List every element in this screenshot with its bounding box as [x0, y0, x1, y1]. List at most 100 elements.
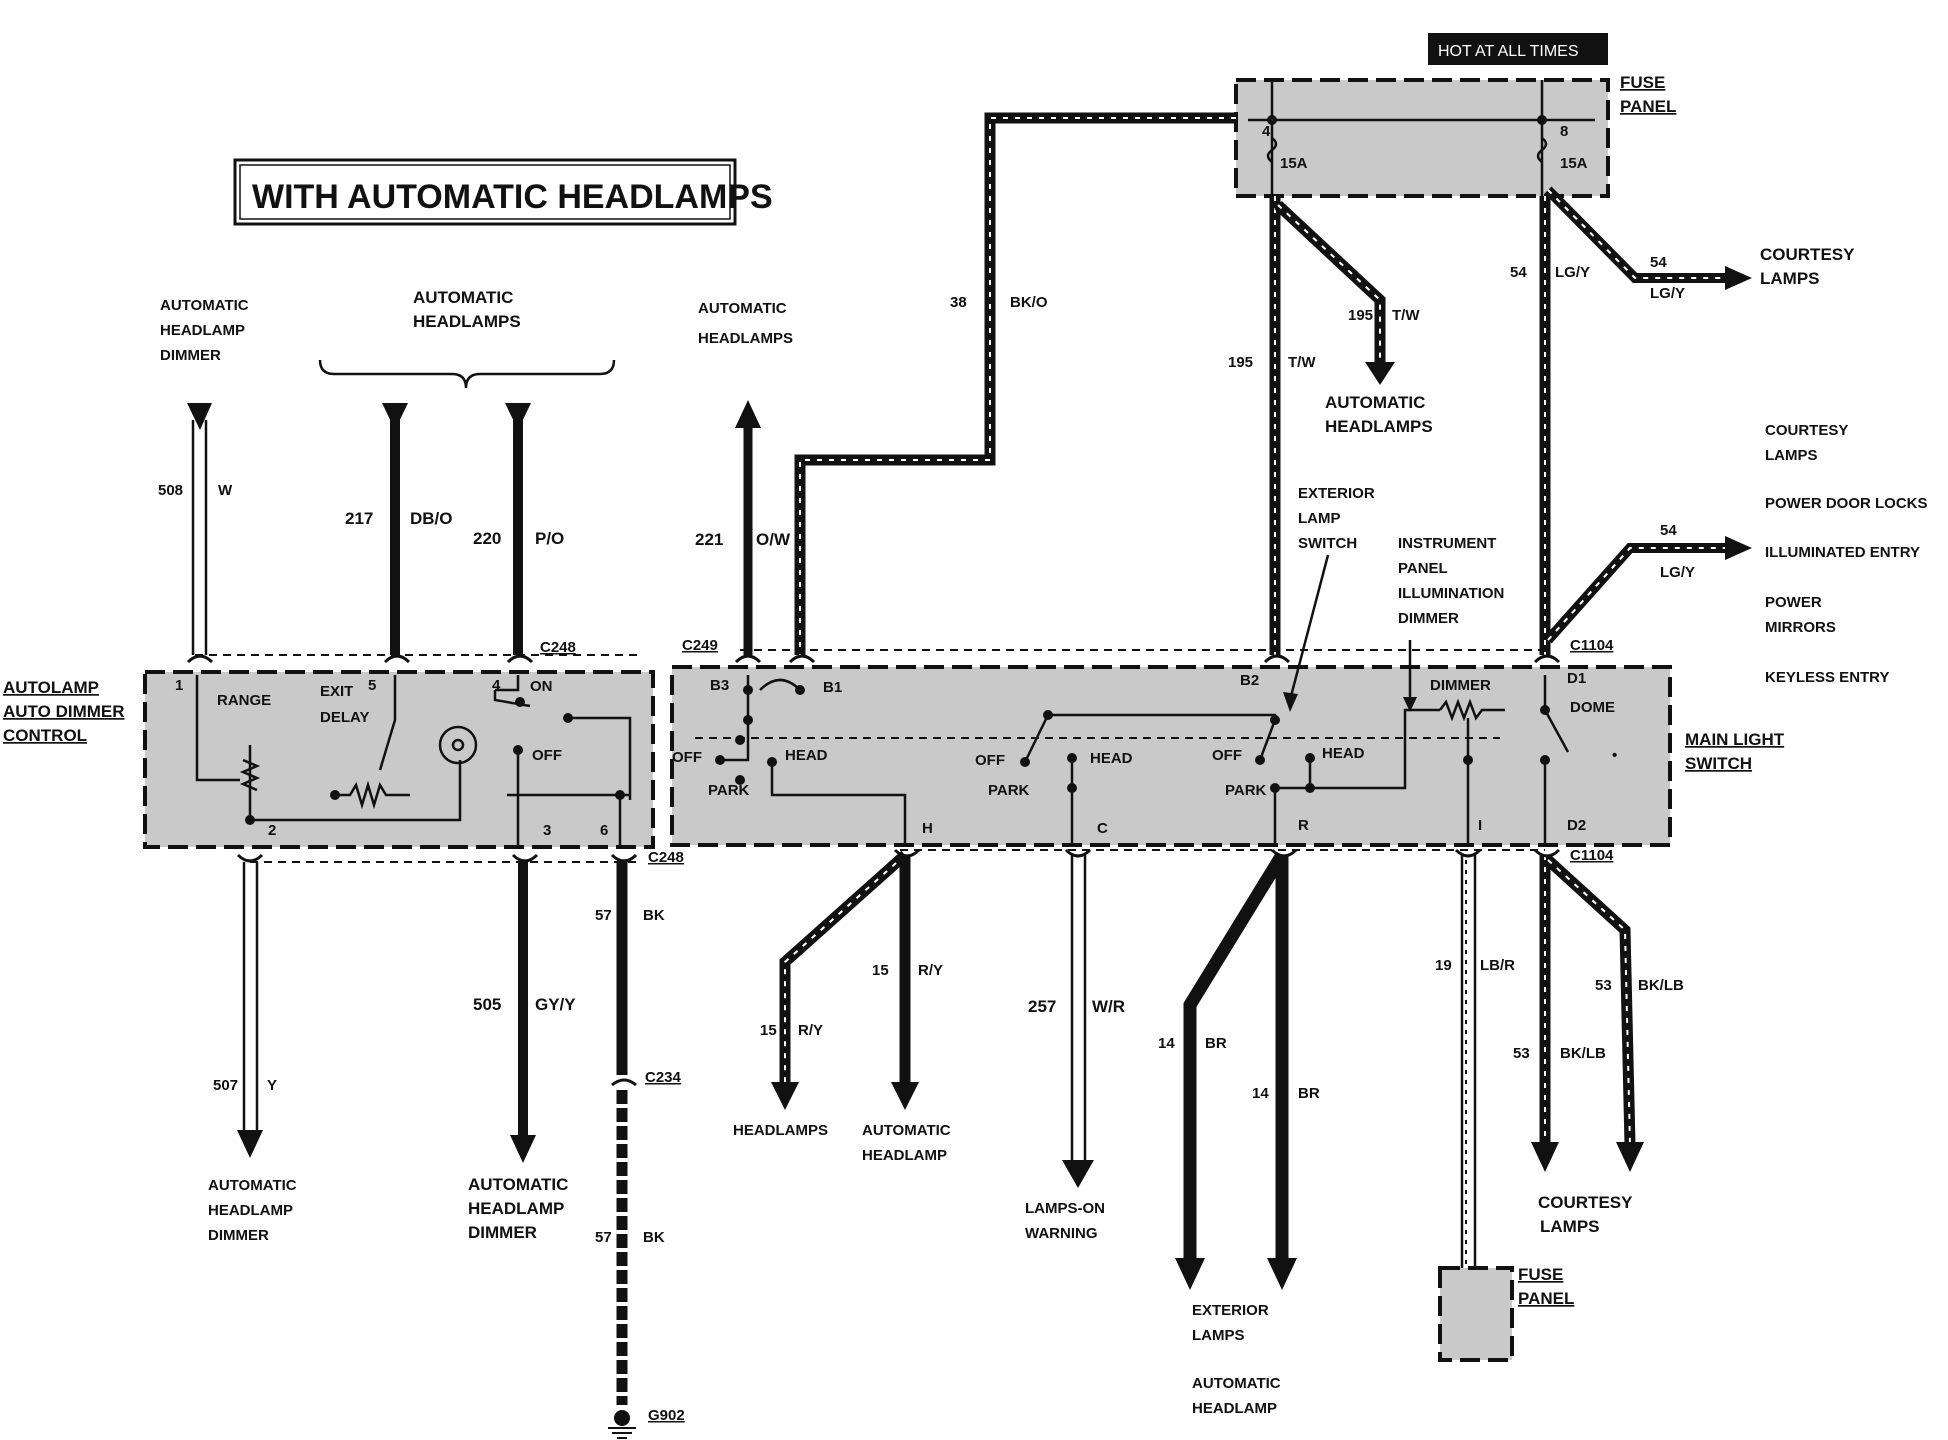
svg-text:15: 15	[872, 962, 889, 979]
svg-text:BK: BK	[643, 1229, 665, 1246]
svg-text:DIMMER: DIMMER	[468, 1223, 537, 1242]
svg-text:BK: BK	[643, 907, 665, 924]
svg-text:D2: D2	[1567, 817, 1586, 834]
fuse-panel-top	[1234, 78, 1610, 198]
svg-text:O/W: O/W	[756, 530, 791, 549]
svg-text:57: 57	[595, 907, 612, 924]
svg-text:DIMMER: DIMMER	[208, 1227, 269, 1244]
svg-text:257: 257	[1028, 997, 1056, 1016]
svg-text:POWER DOOR LOCKS: POWER DOOR LOCKS	[1765, 495, 1928, 512]
hot-badge	[1428, 33, 1608, 65]
fuse-panel-label-1: FUSE	[1620, 73, 1665, 92]
svg-text:BK/LB: BK/LB	[1560, 1045, 1606, 1062]
svg-text:C: C	[1097, 820, 1108, 837]
svg-text:HEADLAMPS: HEADLAMPS	[698, 330, 793, 347]
svg-text:MAIN LIGHT: MAIN LIGHT	[1685, 730, 1785, 749]
svg-text:LAMPS: LAMPS	[1540, 1217, 1600, 1236]
svg-text:B2: B2	[1240, 672, 1259, 689]
fuse-panel-label-2: PANEL	[1620, 97, 1676, 116]
svg-text:54: 54	[1650, 254, 1667, 271]
svg-text:HEADLAMP: HEADLAMP	[160, 322, 245, 339]
svg-text:EXIT: EXIT	[320, 683, 353, 700]
svg-text:LAMPS-ON: LAMPS-ON	[1025, 1200, 1105, 1217]
svg-text:14: 14	[1252, 1085, 1269, 1102]
svg-text:PARK: PARK	[708, 782, 750, 799]
svg-text:HEADLAMPS: HEADLAMPS	[413, 312, 521, 331]
svg-text:LG/Y: LG/Y	[1650, 285, 1685, 302]
svg-text:GY/Y: GY/Y	[535, 995, 576, 1014]
svg-text:LAMP: LAMP	[1298, 510, 1341, 527]
courtesy-list: COURTESY LAMPS POWER DOOR LOCKS ILLUMINA…	[1765, 422, 1928, 686]
svg-text:HEADLAMP: HEADLAMP	[1192, 1400, 1277, 1417]
svg-text:COURTESY: COURTESY	[1538, 1193, 1633, 1212]
svg-text:P/O: P/O	[535, 529, 564, 548]
svg-text:1: 1	[175, 677, 183, 694]
svg-text:D1: D1	[1567, 670, 1586, 687]
svg-text:HEADLAMPS: HEADLAMPS	[1325, 417, 1433, 436]
svg-text:COURTESY: COURTESY	[1760, 245, 1855, 264]
svg-text:508: 508	[158, 482, 183, 499]
fuse-4-rating: 15A	[1280, 155, 1308, 172]
svg-text:HEADLAMP: HEADLAMP	[862, 1147, 947, 1164]
svg-text:507: 507	[213, 1077, 238, 1094]
svg-text:ILLUMINATION: ILLUMINATION	[1398, 585, 1504, 602]
svg-text:220: 220	[473, 529, 501, 548]
svg-text:R/Y: R/Y	[798, 1022, 823, 1039]
svg-text:AUTOMATIC: AUTOMATIC	[1192, 1375, 1281, 1392]
svg-text:14: 14	[1158, 1035, 1175, 1052]
svg-text:LAMPS: LAMPS	[1192, 1327, 1245, 1344]
svg-text:LG/Y: LG/Y	[1555, 264, 1590, 281]
svg-text:R: R	[1298, 817, 1309, 834]
fuse-panel-bottom	[1438, 1266, 1514, 1362]
svg-text:W: W	[218, 482, 233, 499]
svg-text:LAMPS: LAMPS	[1760, 269, 1820, 288]
main-light-switch-box	[670, 665, 1672, 847]
svg-text:C1104: C1104	[1570, 637, 1614, 654]
svg-text:C248: C248	[540, 639, 576, 656]
svg-text:15: 15	[760, 1022, 777, 1039]
svg-text:OFF: OFF	[672, 749, 702, 766]
svg-text:FUSE: FUSE	[1518, 1265, 1563, 1284]
svg-text:ILLUMINATED ENTRY: ILLUMINATED ENTRY	[1765, 544, 1920, 561]
svg-text:6: 6	[600, 822, 608, 839]
svg-text:BK/O: BK/O	[1010, 294, 1048, 311]
svg-text:ON: ON	[530, 678, 553, 695]
svg-text:DELAY: DELAY	[320, 709, 369, 726]
svg-text:LG/Y: LG/Y	[1660, 564, 1695, 581]
svg-text:57: 57	[595, 1229, 612, 1246]
svg-text:HEADLAMPS: HEADLAMPS	[733, 1122, 828, 1139]
svg-text:2: 2	[268, 822, 276, 839]
svg-text:53: 53	[1513, 1045, 1530, 1062]
svg-text:HEAD: HEAD	[785, 747, 828, 764]
fuse-4-num: 4	[1262, 123, 1271, 140]
svg-text:COURTESY: COURTESY	[1765, 422, 1848, 439]
svg-text:INSTRUMENT: INSTRUMENT	[1398, 535, 1496, 552]
title-box: WITH AUTOMATIC HEADLAMPS	[233, 158, 773, 226]
svg-text:B1: B1	[823, 679, 842, 696]
diagram-title: WITH AUTOMATIC HEADLAMPS	[252, 178, 773, 216]
svg-text:DIMMER: DIMMER	[1398, 610, 1459, 627]
svg-text:OFF: OFF	[1212, 747, 1242, 764]
svg-text:5: 5	[368, 677, 376, 694]
svg-text:POWER: POWER	[1765, 594, 1822, 611]
svg-text:AUTOMATIC: AUTOMATIC	[160, 297, 249, 314]
hot-badge-text: HOT AT ALL TIMES	[1438, 43, 1579, 60]
svg-text:OFF: OFF	[532, 747, 562, 764]
svg-text:HEADLAMP: HEADLAMP	[468, 1199, 564, 1218]
svg-text:4: 4	[492, 677, 501, 694]
svg-text:DOME: DOME	[1570, 699, 1615, 716]
svg-text:505: 505	[473, 995, 501, 1014]
svg-text:PARK: PARK	[1225, 782, 1267, 799]
svg-text:LAMPS: LAMPS	[1765, 447, 1818, 464]
svg-text:C1104: C1104	[1570, 847, 1614, 864]
svg-text:AUTO DIMMER: AUTO DIMMER	[3, 702, 125, 721]
svg-text:SWITCH: SWITCH	[1685, 754, 1752, 773]
svg-text:EXTERIOR: EXTERIOR	[1192, 1302, 1269, 1319]
svg-text:3: 3	[543, 822, 551, 839]
svg-text:HEAD: HEAD	[1090, 750, 1133, 767]
svg-text:•: •	[1612, 747, 1617, 764]
svg-text:BR: BR	[1205, 1035, 1227, 1052]
svg-text:CONTROL: CONTROL	[3, 726, 87, 745]
svg-text:BR: BR	[1298, 1085, 1320, 1102]
